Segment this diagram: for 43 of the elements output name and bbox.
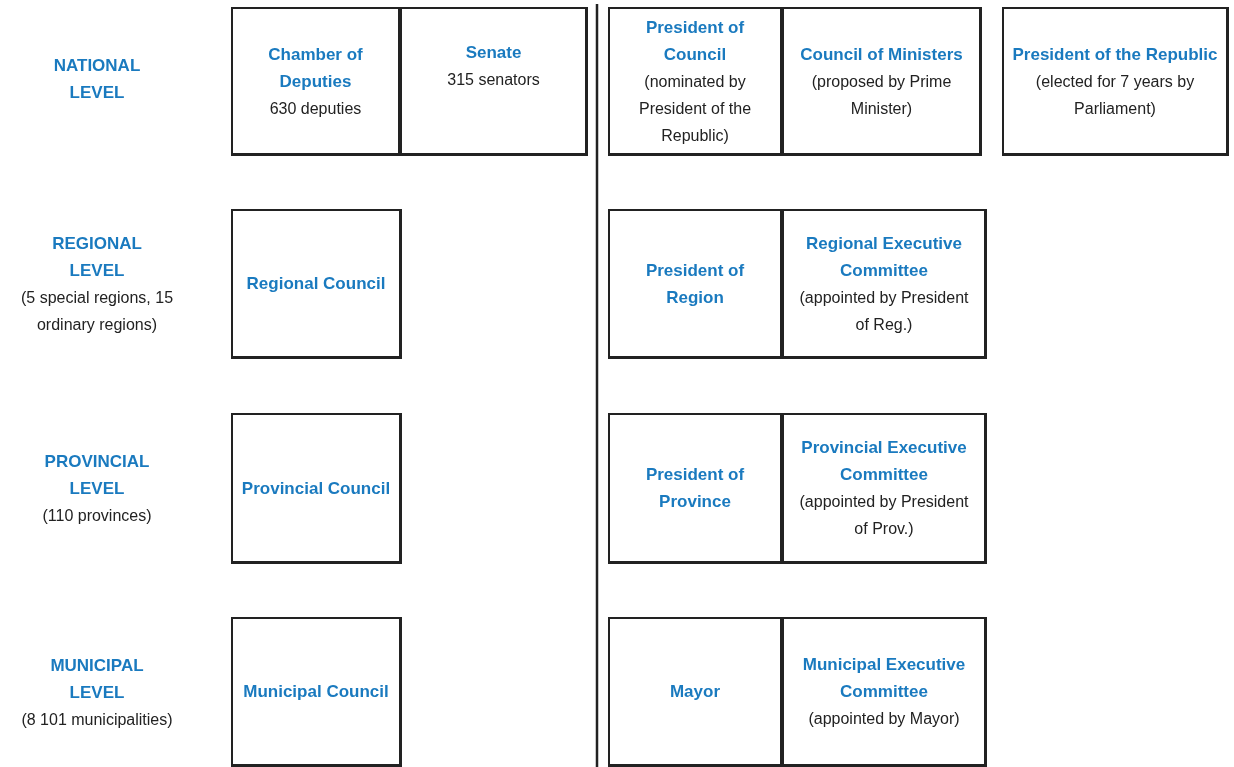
council-box [231, 413, 402, 564]
mayor-box [608, 617, 783, 767]
box-note: (proposed by Prime Minister) [810, 71, 953, 119]
level-note: (8 101 municipalities) [20, 710, 174, 730]
box-title: Council of Ministers [800, 43, 963, 66]
box-note: (elected for 7 years by Parliament) [1034, 71, 1196, 119]
box-title: Municipal Council [243, 681, 389, 703]
box-title: President of the Republic [1012, 43, 1218, 66]
box-title: Mayor [669, 681, 721, 703]
box-note: 315 senators [447, 70, 540, 90]
committee-box [782, 413, 987, 564]
level-heading: PROVINCIAL LEVEL [43, 451, 151, 500]
level-heading: NATIONAL LEVEL [52, 55, 142, 104]
chamber-box [231, 7, 401, 156]
box-title: Senate [465, 42, 522, 64]
council-box [231, 617, 402, 767]
box-title: President of Council [644, 16, 746, 66]
level-heading: REGIONAL LEVEL [51, 233, 143, 282]
box-title: Chamber of Deputies [267, 43, 364, 93]
box-note: 630 deputies [269, 98, 362, 119]
box-title: Municipal Executive Committee [801, 654, 967, 703]
box-note: (appointed by Mayor) [808, 709, 960, 729]
senate-box [400, 7, 588, 156]
council-box [231, 209, 402, 359]
box-title: Regional Executive Committee [805, 232, 963, 282]
box-title: President of Region [644, 259, 746, 309]
president-box [608, 209, 783, 359]
box-note: (appointed by President of Prov.) [798, 492, 970, 539]
level-heading: MUNICIPAL LEVEL [49, 655, 145, 704]
box-title: Provincial Council [241, 477, 391, 500]
box-title: Regional Council [246, 273, 386, 295]
level-note: (5 special regions, 15 ordinary regions) [19, 288, 175, 335]
box-title: President of Province [644, 464, 746, 513]
box-title: Provincial Executive Committee [800, 437, 968, 486]
level-note: (110 provinces) [41, 506, 153, 526]
council-box [782, 7, 982, 156]
president-box [608, 7, 783, 156]
committee-box [782, 617, 987, 767]
box-note: (appointed by President of Reg.) [798, 287, 970, 335]
box-note: (nominated by President of the Republic) [637, 71, 753, 146]
committee-box [782, 209, 987, 359]
president-box [608, 413, 783, 564]
president-box [1002, 7, 1229, 156]
